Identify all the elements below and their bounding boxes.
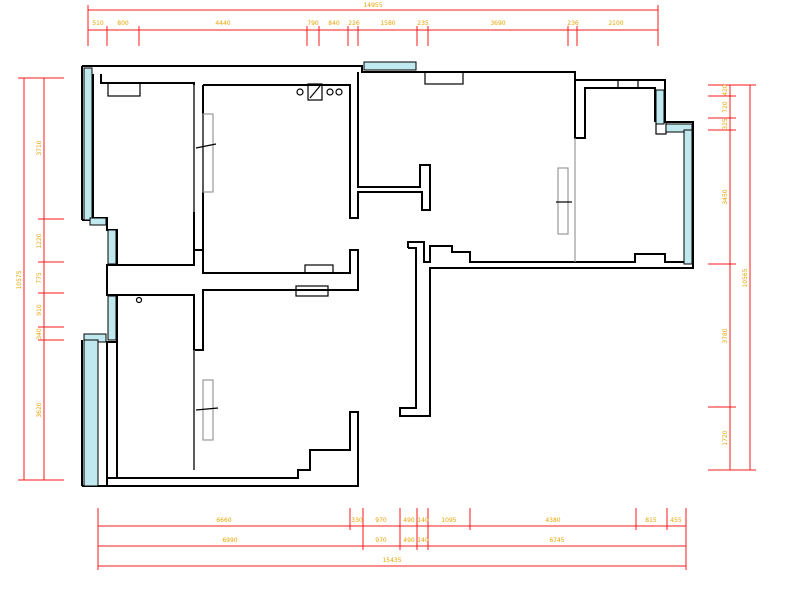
bottom-dimension-chain: 6660 330 970 490 140 1095 4380 815 455 6… [97,508,687,570]
top-dim-5: 840 [328,20,340,27]
bottom-r1-dim-7: 4380 [545,517,560,524]
top-dim-4: 790 [307,20,319,27]
left-dim-6: 3620 [36,402,43,417]
bottom-r1-dim-3: 970 [375,517,387,524]
top-dim-2: 800 [117,20,129,27]
right-dim-5: 3780 [722,328,729,343]
door-panel-bottom-left [202,379,214,441]
outlet-icon [335,88,343,96]
right-dim-6: 1720 [722,430,729,445]
left-dim-5: 340 [36,328,43,340]
bottom-r1-dim-1: 6660 [216,517,231,524]
right-dim-2: 720 [722,101,729,113]
top-dim-3: 4440 [215,20,230,27]
top-total-label: 14955 [363,2,382,9]
top-dim-6: 226 [348,20,360,27]
top-dimension-chain: 14955 510 800 4440 790 840 226 1580 235 … [87,2,659,46]
top-dim-1: 510 [92,20,104,27]
doors [193,85,576,470]
appliance-icon [307,83,323,101]
window-left-top [83,67,93,221]
bottom-r1-dim-9: 455 [670,517,682,524]
bottom-r1-dim-2: 330 [351,517,363,524]
drain-icon [135,296,143,304]
left-dim-2: 1220 [36,233,43,248]
top-dim-7: 1580 [380,20,395,27]
top-dim-9: 3690 [490,20,505,27]
left-total-label: 10575 [16,270,23,289]
bottom-r2-dim-1: 6990 [222,537,237,544]
bottom-r1-dim-4: 490 [403,517,415,524]
window-right-bay [683,129,693,265]
top-dim-10: 236 [567,20,579,27]
switch-mark-bottom-left [195,407,219,411]
window-left-mid [107,229,117,265]
bottom-r1-dim-5: 140 [417,517,429,524]
right-dim-4: 3450 [722,189,729,204]
window-right-bay-top [665,123,693,133]
right-total-label: 10565 [742,268,749,287]
windows [83,61,693,487]
bottom-r1-dim-8: 815 [645,517,657,524]
window-right-top [655,89,665,125]
left-dimension-chain: 10575 3710 1220 775 910 340 3620 [16,77,64,481]
left-dim-4: 910 [36,304,43,316]
bottom-r1-dim-6: 1095 [441,517,456,524]
window-left-lower [107,295,117,341]
bottom-r2-dim-5: 6745 [549,537,564,544]
outlet-icon [326,88,334,96]
bottom-r2-dim-3: 490 [403,537,415,544]
fixtures [135,83,572,411]
window-left-sill [89,217,107,226]
right-dimension-chain: 420 720 325 3450 3780 1720 10565 [708,84,756,471]
outlet-icon [296,88,304,96]
left-dim-1: 3710 [36,140,43,155]
bottom-r2-dim-2: 970 [375,537,387,544]
top-dim-11: 2100 [608,20,623,27]
bottom-total-label: 15435 [382,557,401,564]
right-dim-3: 325 [722,118,729,130]
top-dim-8: 235 [417,20,429,27]
window-left-bay [83,339,99,487]
bottom-r2-dim-4: 140 [417,537,429,544]
switch-mark-top-left [195,143,217,149]
window-top [363,61,417,71]
door-panel-right [557,167,569,235]
walls [81,65,694,487]
left-dim-3: 775 [36,272,43,284]
door-panel-top-left [202,113,214,193]
right-dim-1: 420 [722,84,729,96]
